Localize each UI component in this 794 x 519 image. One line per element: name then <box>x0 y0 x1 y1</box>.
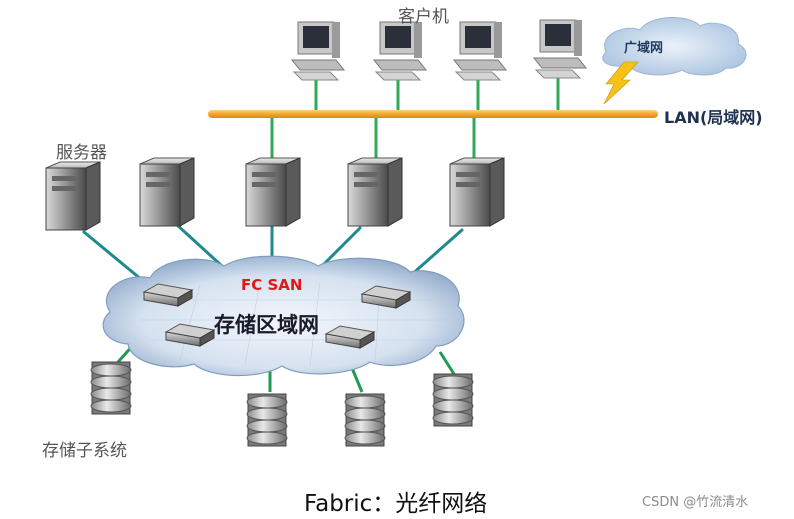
client-links <box>314 76 560 112</box>
tower-server <box>245 157 301 227</box>
lan-bus <box>208 110 658 118</box>
tower-server <box>45 161 101 231</box>
san-label: 存储区域网 <box>214 313 319 337</box>
wan-label: 广域网 <box>624 41 664 56</box>
lightning-icon <box>603 61 639 105</box>
tower-server <box>449 157 505 227</box>
fc-switch <box>360 285 412 309</box>
lan-label: LAN(局域网) <box>664 108 763 127</box>
fc-switch <box>324 325 376 349</box>
disk-array <box>90 361 132 415</box>
disk-array <box>246 393 288 447</box>
client-computer <box>532 19 588 79</box>
tower-server <box>347 157 403 227</box>
wan-cloud <box>602 16 747 76</box>
disk-array <box>344 393 386 447</box>
fc-switch <box>164 323 216 347</box>
server-lan-links <box>270 118 476 158</box>
disk-array <box>432 373 474 427</box>
watermark: CSDN @竹流清水 <box>642 495 749 510</box>
client-computer <box>290 21 346 81</box>
storage-subsystem-label: 存储子系统 <box>42 441 127 461</box>
san-cloud <box>102 255 465 377</box>
client-computer <box>372 21 428 81</box>
client-computer <box>452 21 508 81</box>
server-san-links <box>82 222 464 282</box>
clients-label: 客户机 <box>398 7 449 27</box>
fc-switch <box>142 283 194 307</box>
diagram-caption: Fabric：光纤网络 <box>304 491 488 517</box>
servers-label: 服务器 <box>56 143 107 163</box>
fc-san-label: FC SAN <box>241 276 303 294</box>
tower-server <box>139 157 195 227</box>
